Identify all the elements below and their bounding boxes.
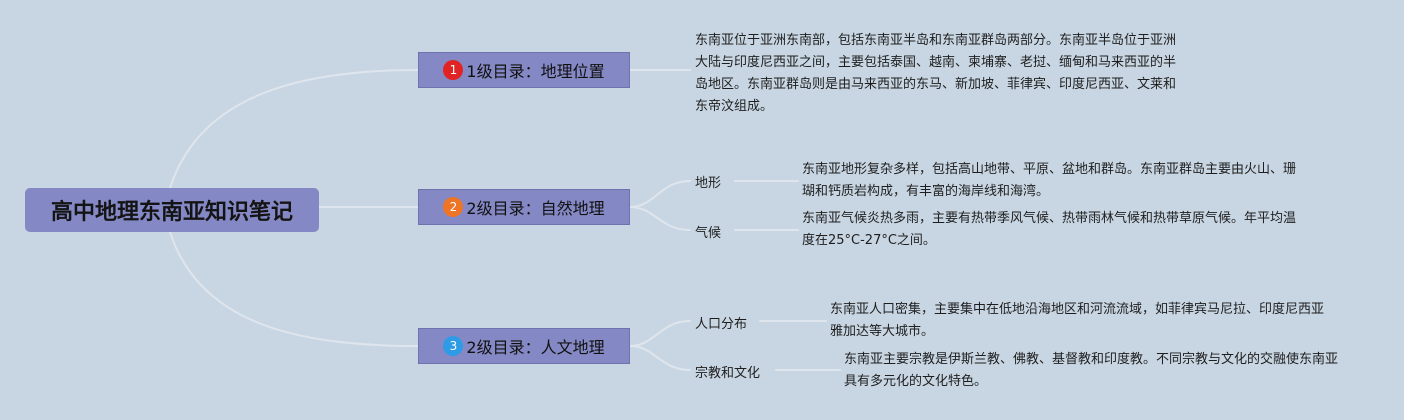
- root-node[interactable]: 高中地理东南亚知识笔记: [25, 188, 319, 232]
- branch-1-description: 东南亚位于亚洲东南部，包括东南亚半岛和东南亚群岛两部分。东南亚半岛位于亚洲大陆与…: [695, 33, 1177, 114]
- sub-node-climate[interactable]: 气候: [695, 226, 722, 241]
- connector-root-branch-3: [169, 231, 419, 347]
- connector-branch-2-child-1: [629, 180, 691, 208]
- branch-title: 2级目录：自然地理: [466, 199, 605, 218]
- branch-node-human-geography[interactable]: 3 2级目录：人文地理: [418, 328, 630, 364]
- sub-node-religion-and-culture[interactable]: 宗教和文化: [695, 366, 761, 381]
- connector-branch-3-child-1: [629, 320, 691, 347]
- terrain-description: 东南亚地形复杂多样，包括高山地带、平原、盆地和群岛。东南亚群岛主要由火山、珊瑚和…: [802, 162, 1297, 199]
- connector-branch-3-child-2: [629, 345, 691, 371]
- branch-node-physical-geography[interactable]: 2 2级目录：自然地理: [418, 189, 630, 225]
- number-3-badge-icon: 3: [443, 336, 464, 356]
- number-1-badge-icon: 1: [443, 60, 464, 80]
- root-title: 高中地理东南亚知识笔记: [50, 200, 293, 225]
- religion-description: 东南亚主要宗教是伊斯兰教、佛教、基督教和印度教。不同宗教与文化的交融使东南亚具有…: [844, 352, 1339, 389]
- sub-node-terrain[interactable]: 地形: [695, 176, 722, 191]
- population-description: 东南亚人口密集，主要集中在低地沿海地区和河流流域，如菲律宾马尼拉、印度尼西亚雅加…: [830, 302, 1325, 339]
- connector-root-branch-1: [169, 69, 419, 189]
- branch-title: 1级目录：地理位置: [466, 62, 605, 81]
- climate-description: 东南亚气候炎热多雨，主要有热带季风气候、热带雨林气候和热带草原气候。年平均温度在…: [802, 211, 1297, 248]
- branch-node-geographic-location[interactable]: 1 1级目录：地理位置: [418, 52, 630, 88]
- connector-branch-2-child-2: [629, 206, 691, 231]
- branch-title: 2级目录：人文地理: [466, 338, 605, 357]
- sub-node-population-distribution[interactable]: 人口分布: [695, 317, 748, 332]
- number-2-badge-icon: 2: [443, 197, 464, 217]
